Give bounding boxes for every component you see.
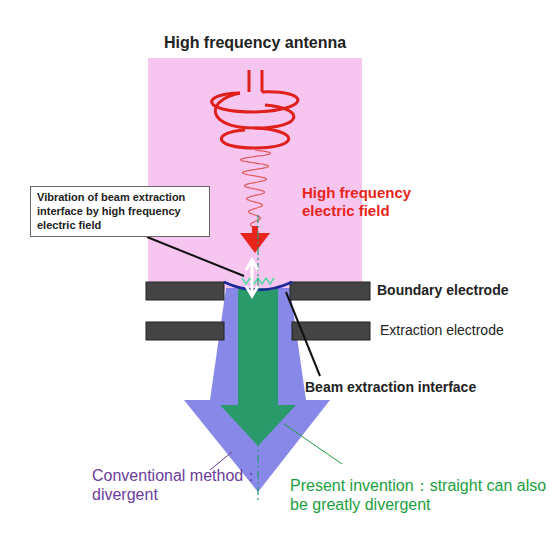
center-line: [257, 215, 258, 500]
field-arrow: [246, 226, 264, 248]
interface-leader: [286, 292, 320, 376]
diagram-title: High frequency antenna: [0, 33, 510, 52]
interface-label: Beam extraction interface: [305, 379, 535, 396]
callout-box: Vibration of beam extraction interface b…: [30, 186, 210, 237]
electrode-label: Boundary electrode: [377, 282, 557, 299]
vibration-arrow: [246, 260, 258, 296]
antenna-coil: [212, 70, 298, 148]
electrode-label: Extraction electrode: [380, 322, 558, 339]
present-label: Present invention：straight can also be g…: [290, 476, 552, 514]
field-helix: [241, 150, 271, 228]
field-label: High frequency electric field: [302, 184, 452, 220]
conventional-label: Conventional method：divergent: [92, 466, 262, 504]
callout-text: Vibration of beam extraction interface b…: [37, 191, 203, 232]
extraction-electrode-left: [146, 322, 224, 340]
boundary-electrode-left: [146, 282, 224, 300]
boundary-electrode-right: [290, 282, 370, 300]
plasma-region: [148, 58, 362, 290]
callout-leader: [147, 237, 244, 276]
present-leader: [284, 424, 342, 464]
